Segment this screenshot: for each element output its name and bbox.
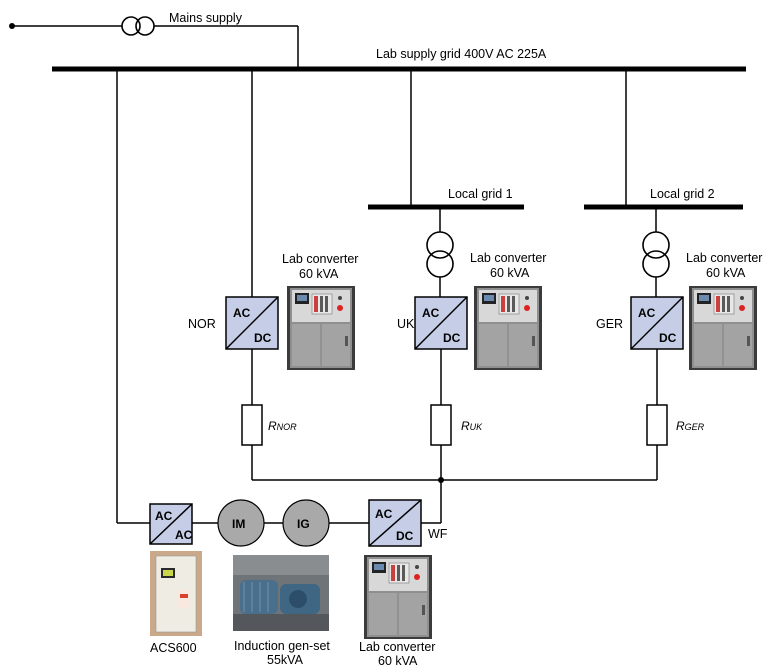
local-grid-1-label: Local grid 1 [448, 187, 513, 201]
photo-cabinet-wf [363, 554, 433, 640]
wf-converter-label-1: Lab converter [359, 640, 435, 654]
resistor-nor-label: RNOR [268, 419, 297, 433]
local-grid-2-label: Local grid 2 [650, 187, 715, 201]
ger-converter-label-2: 60 kVA [706, 266, 746, 280]
wf-converter-label-2: 60 kVA [378, 654, 418, 668]
svg-text:IM: IM [232, 517, 245, 531]
converter-acs: AC AC [149, 503, 193, 545]
acs600-label: ACS600 [150, 641, 197, 655]
converter-uk: AC DC [414, 296, 468, 350]
svg-text:AC: AC [155, 509, 173, 523]
node-nor-label: NOR [188, 317, 216, 331]
node-wf-label: WF [428, 527, 448, 541]
photo-acs-drive [150, 551, 202, 636]
nor-converter-label-2: 60 kVA [299, 267, 339, 281]
genset-label-1: Induction gen-set [234, 639, 330, 653]
mains-supply-line [9, 16, 299, 69]
converter-nor: AC DC [225, 296, 279, 350]
resistor-ger-label: RGER [676, 419, 705, 433]
photo-cabinet-nor [286, 285, 356, 371]
svg-text:AC: AC [375, 507, 393, 521]
photo-cabinet-ger [688, 285, 758, 371]
im-machine-icon: IM [217, 499, 265, 547]
photo-cabinet-uk [473, 285, 543, 371]
svg-text:AC: AC [638, 306, 656, 320]
uk-converter-label-2: 60 kVA [490, 266, 530, 280]
photo-motor-genset [233, 555, 329, 631]
svg-text:AC: AC [422, 306, 440, 320]
ig-machine-icon: IG [282, 499, 330, 547]
svg-text:DC: DC [443, 331, 461, 345]
svg-text:DC: DC [396, 529, 414, 543]
nor-converter-label-1: Lab converter [282, 252, 358, 266]
ger-converter-label-1: Lab converter [686, 251, 762, 265]
uk-converter-label-1: Lab converter [470, 251, 546, 265]
node-uk-label: UK [397, 317, 415, 331]
svg-text:IG: IG [297, 517, 310, 531]
uk-transformer-icon [426, 207, 454, 297]
svg-text:DC: DC [254, 331, 272, 345]
ger-transformer-icon [642, 207, 670, 297]
mains-supply-label: Mains supply [169, 11, 243, 25]
svg-text:AC: AC [233, 306, 251, 320]
converter-wf: AC DC [368, 499, 422, 547]
genset-label-2: 55kVA [267, 653, 304, 667]
converter-ger: AC DC [630, 296, 684, 350]
resistor-uk-label: RUK [461, 419, 483, 433]
resistor-uk-icon [430, 404, 452, 446]
lab-supply-title: Lab supply grid 400V AC 225A [376, 47, 547, 61]
resistor-ger-icon [646, 404, 668, 446]
svg-text:DC: DC [659, 331, 677, 345]
resistor-nor-icon [241, 404, 263, 446]
node-ger-label: GER [596, 317, 623, 331]
svg-text:AC: AC [175, 528, 193, 542]
